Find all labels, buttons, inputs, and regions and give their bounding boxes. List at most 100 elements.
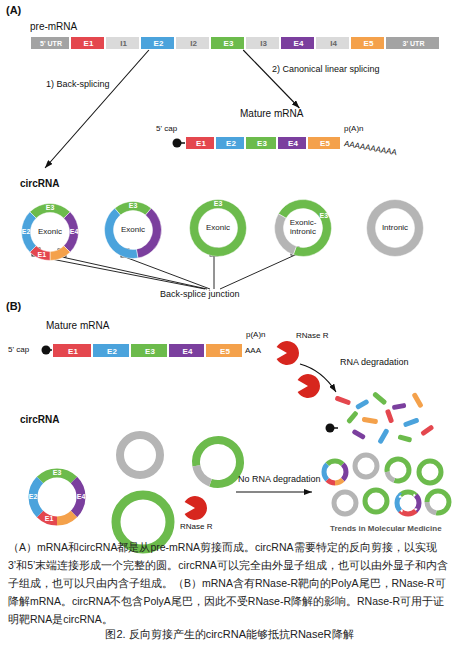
node-heading: Mature mRNA <box>240 108 360 120</box>
node-heading: pre-mRNA <box>30 21 120 33</box>
rnase-r-enzyme <box>277 341 299 365</box>
circrna-exon-arc <box>319 456 350 487</box>
caption-body: （A）mRNA和circRNA都是从pre-mRNA剪接而成。circRNA需要… <box>8 538 451 628</box>
exon-segment: E4 <box>277 136 307 150</box>
intron-segment: I2 <box>175 36 210 50</box>
rna-fragment <box>411 392 423 408</box>
exon-label: E3 <box>42 203 58 213</box>
exon-segment: E1 <box>185 136 215 150</box>
segment-label: E5 <box>206 344 244 359</box>
leader-line <box>220 255 295 289</box>
exon-label: E3 <box>210 199 226 209</box>
panel-label: (B) <box>6 300 46 313</box>
result-label: No RNA degradation <box>238 474 338 485</box>
segment-label: 3' UTR <box>386 37 441 51</box>
ring-type-label: Exonic <box>103 200 163 260</box>
exon-segment: E1 <box>70 36 105 50</box>
ring-type-label: Intronic <box>365 198 425 258</box>
segment-label: E4 <box>281 37 316 51</box>
exon-label: E1 <box>34 250 50 260</box>
circrna-ring <box>334 492 356 514</box>
source-credit: Trends in Molecular Medicine <box>330 524 455 534</box>
leader-line <box>214 256 215 289</box>
exon-segment: E5 <box>350 36 385 50</box>
exon-label: E1 <box>41 514 57 524</box>
exon-label: E2 <box>25 492 41 502</box>
circrna-exon-arc <box>23 463 91 531</box>
intron-segment: I1 <box>105 36 140 50</box>
ring-type-label: Exonic <box>188 198 248 258</box>
segment-label: E3 <box>211 37 246 51</box>
segment-label: E3 <box>131 344 169 359</box>
circrna-ring: E3Exonic <box>188 198 248 258</box>
cap-dot <box>173 139 182 148</box>
circrna-ring <box>120 435 160 475</box>
segment-label: E3 <box>246 137 278 151</box>
cap-dot <box>42 346 51 355</box>
segment-label: E5 <box>308 137 342 151</box>
polya-label: p(A)n <box>344 124 384 134</box>
rnase-r-enzyme <box>298 374 320 398</box>
ring-arc <box>30 203 70 218</box>
intron-segment: I3 <box>245 36 280 50</box>
circrna-ring <box>365 490 387 512</box>
exon-label: E4 <box>73 492 89 502</box>
segment-label: I4 <box>316 37 351 51</box>
mature-mrna: Mature mRNAE1E2E3E4E5 <box>52 318 243 358</box>
enzyme-label: RNase R <box>180 522 240 532</box>
figure-caption: 图2. 反向剪接产生的circRNA能够抵抗RNaseR降解 <box>0 628 459 641</box>
edge-label: 1) Back-splicing <box>46 79 126 90</box>
exon-label: E3 <box>125 201 141 211</box>
exon-segment: E3 <box>210 36 245 50</box>
segment-label: I2 <box>176 37 211 51</box>
circrna-exon-arc <box>392 487 423 518</box>
polya-label: p(A)n <box>246 330 282 340</box>
circrna-ring: E3E2 E4E1Exonic <box>20 202 80 262</box>
exon-segment: E2 <box>215 136 245 150</box>
panel-label: (A) <box>6 4 46 17</box>
cap-label: 5' cap <box>156 124 196 134</box>
rna-fragment <box>351 429 366 440</box>
rna-fragment <box>377 428 389 444</box>
ring-type-label: Exonic-intronic <box>273 198 333 258</box>
polya-tail: AAAAAAAAAA <box>343 139 443 166</box>
utr-segment: 3' UTR <box>385 36 440 50</box>
segment-label: E5 <box>351 37 386 51</box>
rna-fragment <box>372 391 387 405</box>
ring-arc <box>50 246 70 261</box>
circrna-exon-arc <box>23 463 91 531</box>
cap-label: 5' cap <box>8 345 44 355</box>
segment-label: E4 <box>169 344 206 359</box>
utr-segment: 5' UTR <box>30 36 70 50</box>
edge-label: 2) Canonical linear splicing <box>272 64 442 75</box>
segment-label: E1 <box>53 344 93 359</box>
node-heading: circRNA <box>20 178 100 190</box>
circrna-intron-arc <box>425 489 450 514</box>
rnase-r-enzyme <box>185 496 207 520</box>
segment-label: E2 <box>141 37 176 51</box>
exon-segment: E3 <box>130 343 168 358</box>
circrna-exon-arc <box>319 456 350 487</box>
circrna-intron-arc <box>384 456 412 484</box>
rna-fragment <box>334 395 351 405</box>
circrna-exon-arc <box>319 456 350 487</box>
segment-label: E4 <box>278 137 308 151</box>
rna-fragments <box>326 391 435 444</box>
exon-segment: E3 <box>245 136 277 150</box>
leader-line <box>36 256 205 289</box>
exon-label: E4 <box>66 227 82 237</box>
circrna-ring <box>116 495 170 549</box>
circrna-ring: Intronic <box>365 198 425 258</box>
exon-label: E2 <box>18 227 34 237</box>
ring-type-label: Exonic <box>20 202 80 262</box>
circrna-exon-arc <box>392 487 423 518</box>
rna-fragment <box>346 410 359 424</box>
circrna-exon-arc <box>319 456 350 487</box>
segment-label: I3 <box>246 37 281 51</box>
exon-label: E3 <box>49 468 65 478</box>
intron-segment: I4 <box>315 36 350 50</box>
exon-segment: E5 <box>205 343 243 358</box>
exon-segment: E4 <box>280 36 315 50</box>
circrna-ring <box>419 461 441 483</box>
